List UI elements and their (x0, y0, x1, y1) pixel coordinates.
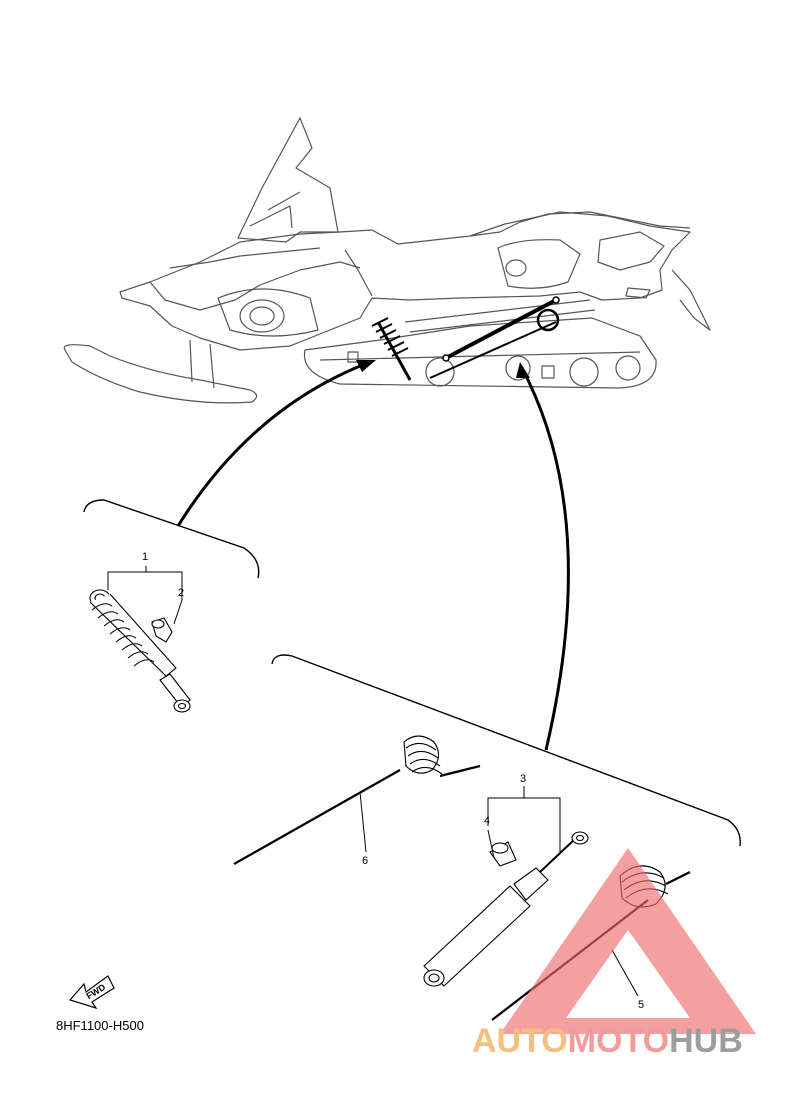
watermark-moto: MOTO (568, 1022, 669, 1060)
bump-stop-rubber (151, 617, 173, 643)
snowmobile-illustration (63, 117, 711, 404)
diagram-code: 8HF1100-H500 (56, 1018, 144, 1033)
front-shock-absorber (89, 589, 191, 713)
callout-4: 4 (484, 815, 490, 827)
torsion-spring-left (233, 735, 481, 865)
callout-1: 1 (142, 551, 148, 563)
group-brackets (83, 499, 741, 847)
callout-leaders (107, 566, 639, 997)
svg-text:AUTOMOTOHUB: AUTOMOTOHUB (472, 1022, 743, 1060)
callout-2: 2 (178, 587, 184, 599)
pointer-arrows (176, 360, 570, 751)
installed-rear-shock (429, 296, 560, 379)
callout-3: 3 (520, 773, 526, 785)
watermark-hub: HUB (669, 1022, 743, 1060)
installed-front-shock (371, 317, 412, 381)
rear-shock-absorber (423, 831, 589, 987)
rear-shock-arrow (522, 371, 570, 751)
callout-5: 5 (638, 999, 644, 1011)
callout-6: 6 (362, 855, 368, 867)
front-shock-arrow (176, 362, 366, 527)
watermark-logo: AUTOMOTOHUB (472, 848, 756, 1060)
fwd-arrow-icon: FWD (68, 975, 115, 1010)
watermark-auto: AUTO (472, 1022, 568, 1060)
rear-bump-stop (489, 841, 517, 867)
